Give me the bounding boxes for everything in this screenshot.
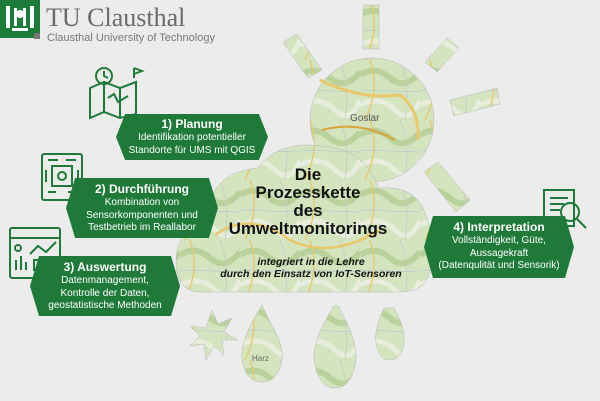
step-description: Identifikation potentieller Standorte fü…	[128, 132, 256, 156]
step-heading: 1) Planung	[161, 117, 223, 131]
snowflake	[189, 309, 239, 361]
step-heading: 3) Auswertung	[63, 260, 147, 274]
step-heading: 4) Interpretation	[453, 220, 545, 234]
step-execution-box: 2) Durchführung Kombination von Sensorko…	[66, 178, 218, 238]
brand-title: TU Clausthal	[46, 3, 186, 32]
map-label-harz: Harz	[252, 354, 269, 363]
map-label-goslar: Goslar	[350, 113, 380, 124]
brand-square	[34, 33, 40, 39]
sun-ray	[423, 161, 471, 213]
sun-ray	[449, 87, 501, 117]
step-description: Datenmanagement, Kontrolle der Daten, ge…	[48, 275, 162, 311]
water-drop	[241, 304, 283, 383]
diagram-subtitle: integriert in die Lehre durch den Einsat…	[220, 256, 402, 280]
planning-map-icon	[89, 67, 145, 120]
step-description: Kombination von Sensorkomponenten und Te…	[86, 197, 198, 233]
diagram-title: Die Prozesskette des Umweltmonitorings	[228, 165, 388, 238]
step-evaluation-box: 3) Auswertung Datenmanagement, Kontrolle…	[30, 256, 180, 316]
step-heading: 2) Durchführung	[95, 182, 189, 196]
water-drop	[313, 305, 357, 389]
crest-icon	[6, 6, 34, 31]
step-interpretation-box: 4) Interpretation Vollständigkeit, Güte,…	[424, 216, 574, 278]
sun-ray	[424, 37, 460, 73]
water-drop	[375, 307, 405, 361]
university-logo[interactable]	[0, 0, 40, 38]
step-description: Vollständigkeit, Güte, Aussagekraft (Dat…	[438, 235, 560, 271]
brand-subtitle: Clausthal University of Technology	[47, 32, 215, 44]
sun-ray	[282, 33, 323, 79]
step-planning-box: 1) Planung Identifikation potentieller S…	[116, 114, 268, 160]
sun-ray	[362, 4, 380, 50]
